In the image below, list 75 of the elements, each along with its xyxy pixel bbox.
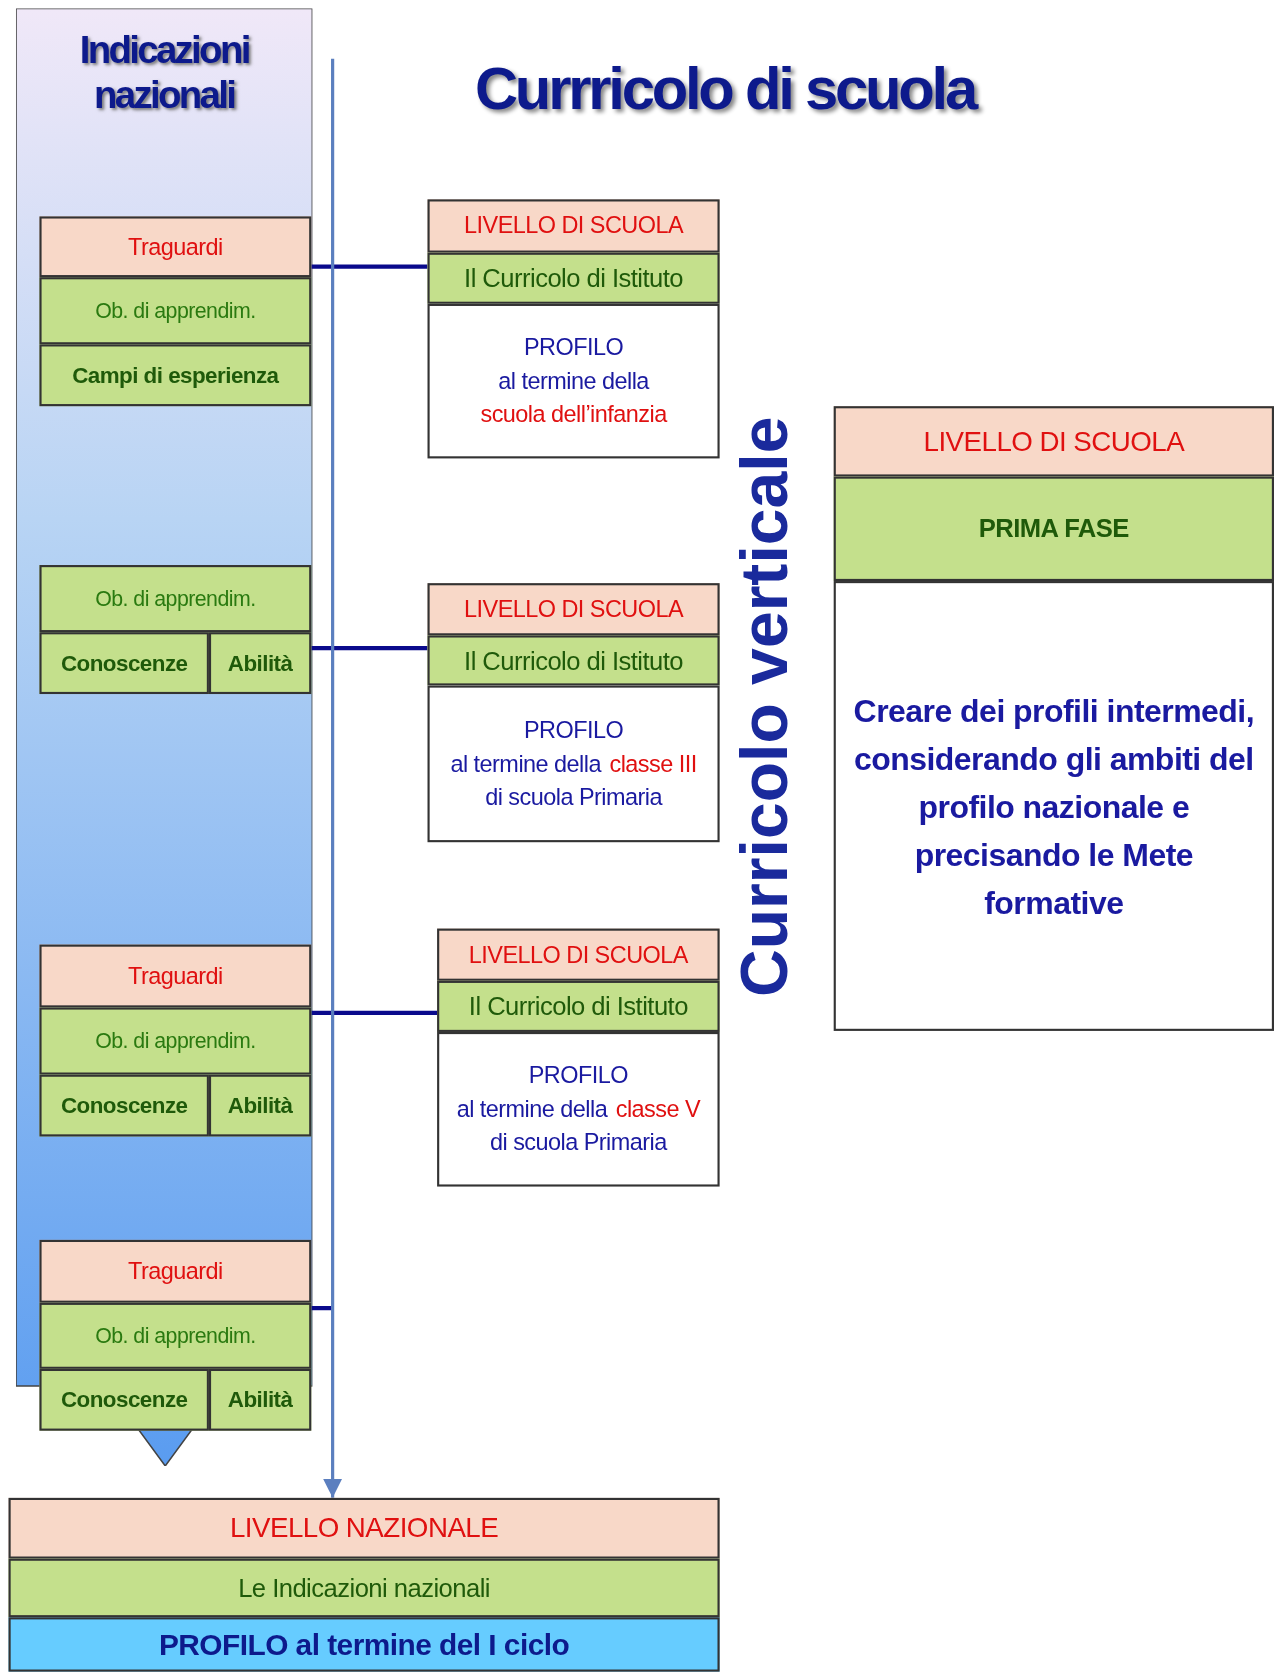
- box-text: PRIMA FASE: [978, 513, 1129, 544]
- box-text: Abilità: [227, 650, 293, 676]
- box-text: Il Curricolo di Istituto: [464, 263, 684, 294]
- box-text: LIVELLO DI SCUOLA: [468, 940, 688, 969]
- box-text: Traguardi: [128, 1257, 223, 1286]
- box-text: classe III: [609, 749, 697, 779]
- label-box: [39, 277, 312, 345]
- label-box: [39, 1368, 209, 1431]
- text-box: [833, 581, 1274, 1031]
- box-text: LIVELLO DI SCUOLA: [923, 424, 1185, 458]
- label-box: [39, 1007, 312, 1075]
- box-text: Traguardi: [128, 962, 223, 990]
- box-text: classe V: [615, 1094, 701, 1125]
- box-text: Conoscenze: [60, 1092, 188, 1119]
- box-text: PROFILO: [523, 332, 624, 362]
- box-text: Ob. di apprendim.: [95, 298, 256, 324]
- box-text: Ob. di apprendim.: [95, 1323, 256, 1349]
- box-text: PROFILO: [523, 715, 624, 745]
- box-text: Creare dei profili intermedi, considerando gli ambiti del profilo nazionale e precisando le Mete formative: [852, 691, 1256, 922]
- header-box: [833, 406, 1274, 477]
- box-text: Conoscenze: [60, 1387, 188, 1413]
- box-text: Abilità: [227, 1092, 293, 1119]
- profile-box: [427, 685, 720, 843]
- connector-line: [311, 646, 428, 651]
- box-text: Il Curricolo di Istituto: [468, 991, 688, 1022]
- label-box: [39, 344, 312, 407]
- connector-line: [311, 1305, 333, 1311]
- header-box: [437, 928, 720, 981]
- column-title: Indicazioni nazionali: [78, 27, 250, 118]
- column-band: [16, 8, 313, 1466]
- header-box: [39, 944, 312, 1008]
- header-box: [427, 199, 720, 253]
- box-text: Le Indicazioni nazionali: [238, 1573, 490, 1603]
- label-box: [833, 476, 1274, 581]
- connector-line: [311, 1010, 438, 1015]
- box-text: di scuola Primaria: [485, 783, 662, 813]
- label-box: [208, 1368, 312, 1431]
- box-text: Abilità: [227, 1387, 293, 1413]
- box-text: Ob. di apprendim.: [95, 586, 256, 611]
- profile-box: [427, 303, 720, 459]
- box-text: LIVELLO DI SCUOLA: [464, 595, 684, 624]
- label-box: [39, 565, 312, 633]
- profile-box: [437, 1032, 720, 1187]
- label-box: [208, 632, 312, 695]
- diagram-title: Currricolo di scuola: [473, 53, 977, 123]
- header-box: [8, 1497, 720, 1559]
- box-text: al termine della: [498, 366, 649, 396]
- header-box: [39, 216, 312, 278]
- box-text: scuola dell’infanzia: [480, 400, 667, 430]
- box-text: al termine della: [450, 749, 601, 779]
- arrow: [323, 58, 343, 1498]
- label-box: [427, 252, 720, 304]
- box-text: Ob. di apprendim.: [95, 1028, 256, 1054]
- box-text: Il Curricolo di Istituto: [464, 645, 684, 676]
- label-box: [8, 1558, 720, 1618]
- box-text: PROFILO al termine del I ciclo: [158, 1627, 570, 1662]
- box-text: di scuola Primaria: [489, 1128, 667, 1159]
- label-box: [208, 1074, 312, 1137]
- side-label: Curricolo verticale: [729, 415, 801, 1000]
- label-box: [427, 635, 720, 686]
- box-text: Traguardi: [128, 232, 223, 261]
- header-box: [39, 1239, 312, 1303]
- connector-line: [311, 264, 428, 269]
- box-text: Campi di esperienza: [72, 362, 279, 389]
- label-box: [39, 632, 209, 695]
- header-box: [427, 583, 720, 636]
- label-box: [39, 1074, 209, 1137]
- box-text: al termine della: [456, 1094, 608, 1125]
- label-box: [8, 1617, 720, 1672]
- box-text: LIVELLO NAZIONALE: [229, 1511, 499, 1545]
- box-text: Conoscenze: [60, 650, 188, 676]
- label-box: [39, 1302, 312, 1369]
- box-text: PROFILO: [528, 1060, 628, 1091]
- box-text: LIVELLO DI SCUOLA: [464, 212, 684, 240]
- label-box: [437, 980, 720, 1032]
